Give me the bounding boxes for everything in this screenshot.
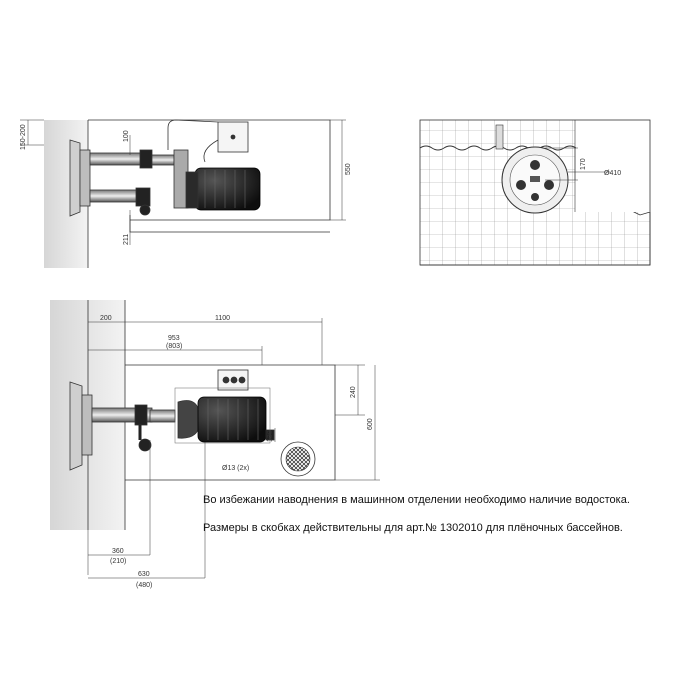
dim-240: 240 (350, 386, 357, 398)
dim-803: (803) (166, 343, 182, 350)
dim-150-200: 150-200 (20, 124, 27, 150)
dim-480: (480) (136, 582, 152, 589)
dim-360: 360 (112, 548, 124, 555)
pipe-upper (89, 152, 146, 166)
bottom-view (50, 300, 380, 579)
dim-600: 600 (367, 418, 374, 430)
room-outline-bottom (125, 364, 336, 481)
handrail (495, 124, 504, 150)
top-right-view (419, 119, 655, 266)
note-drain-required: Во избежании наводнения в машинном отдел… (203, 494, 630, 506)
dim-953: 953 (168, 335, 180, 342)
nozzle-flange (69, 139, 81, 217)
dim-200: 200 (100, 315, 112, 322)
pipe-lower (89, 189, 141, 203)
nozzle-main (530, 160, 540, 170)
dim-211: 211 (123, 234, 130, 245)
dim-170: 170 (580, 158, 587, 170)
dim-410-diameter: Ø410 (604, 170, 621, 177)
dim-130: 130 (267, 430, 274, 442)
dim-1100: 1100 (215, 315, 230, 322)
dim-13-diameter: Ø13 (2x) (222, 465, 249, 472)
nozzle-flange-bottom (69, 381, 83, 471)
dim-210: (210) (110, 558, 126, 565)
pump-volute (177, 400, 201, 439)
dim-630: 630 (138, 571, 150, 578)
room-outline (88, 119, 331, 221)
dim-550: 550 (345, 163, 352, 175)
pump-motor-bottom (197, 396, 267, 443)
dim-100: 100 (123, 130, 130, 142)
top-left-view (20, 119, 346, 268)
note-bracket-dimensions: Размеры в скобках действительны для арт.… (203, 522, 623, 534)
